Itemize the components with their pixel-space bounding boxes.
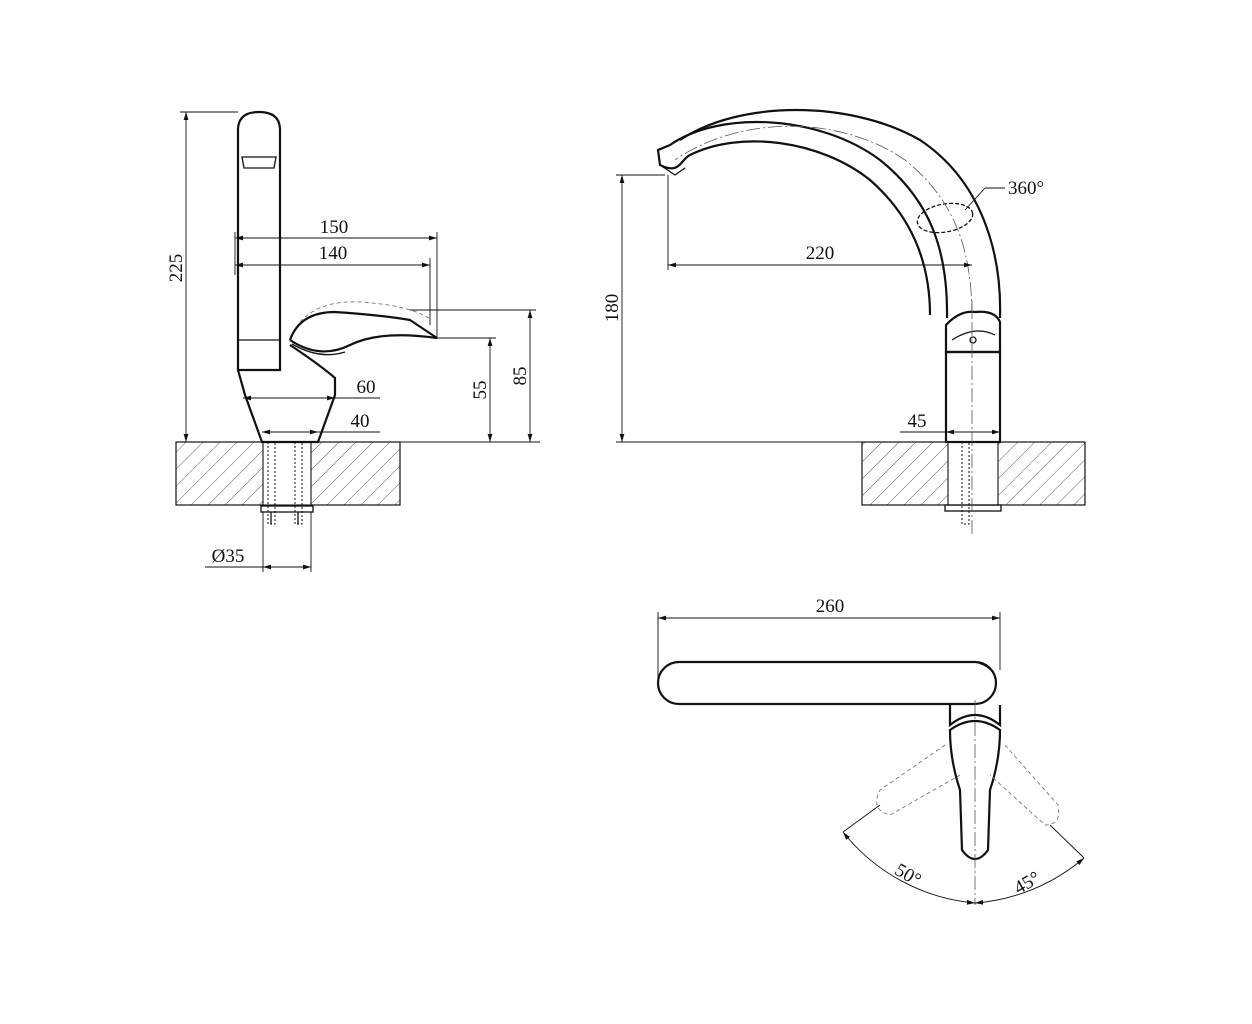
dimension-180: 180	[602, 174, 946, 443]
faucet-side	[236, 110, 438, 444]
label-diameter-35: Ø35	[212, 546, 245, 567]
dimension-85: 85	[410, 309, 536, 442]
dimension-60: 60	[243, 377, 380, 401]
mounting-studs	[260, 441, 314, 525]
dimension-225: 225	[166, 111, 238, 442]
dimension-diameter-35: Ø35	[205, 512, 312, 572]
mounting-stud	[961, 441, 970, 525]
label-45: 45	[908, 411, 927, 432]
dimension-55: 55	[437, 337, 496, 442]
label-140: 140	[319, 243, 348, 264]
label-360: 360°	[1008, 178, 1044, 199]
angle-arc: 50° 45°	[842, 804, 1085, 905]
side-view: 225 150 140 60 40 55	[166, 110, 540, 572]
dimension-140: 140	[235, 243, 431, 325]
dimension-360: 360°	[964, 178, 1044, 211]
label-45-degrees: 45°	[1010, 867, 1044, 898]
faucet-front	[656, 109, 1002, 535]
dimension-150: 150	[234, 217, 438, 338]
label-260: 260	[816, 596, 845, 617]
spout-top	[656, 660, 998, 706]
top-view: 260 50° 45°	[656, 596, 1085, 905]
label-180: 180	[602, 294, 623, 323]
dimension-260: 260	[657, 596, 1001, 680]
label-55: 55	[470, 381, 491, 400]
dimension-45: 45	[900, 411, 1000, 435]
mount-hole	[262, 441, 312, 506]
dimension-40: 40	[262, 411, 380, 435]
label-40: 40	[351, 411, 370, 432]
label-225: 225	[166, 254, 187, 283]
label-220: 220	[806, 243, 835, 264]
label-50-degrees: 50°	[891, 859, 925, 890]
label-85: 85	[510, 367, 531, 386]
handle-base-top	[948, 705, 1002, 728]
dimension-220: 220	[667, 175, 972, 270]
label-150: 150	[320, 217, 349, 238]
front-view: 360° 220 180 45	[602, 109, 1086, 535]
lever-top	[948, 719, 1002, 861]
label-60: 60	[357, 377, 376, 398]
